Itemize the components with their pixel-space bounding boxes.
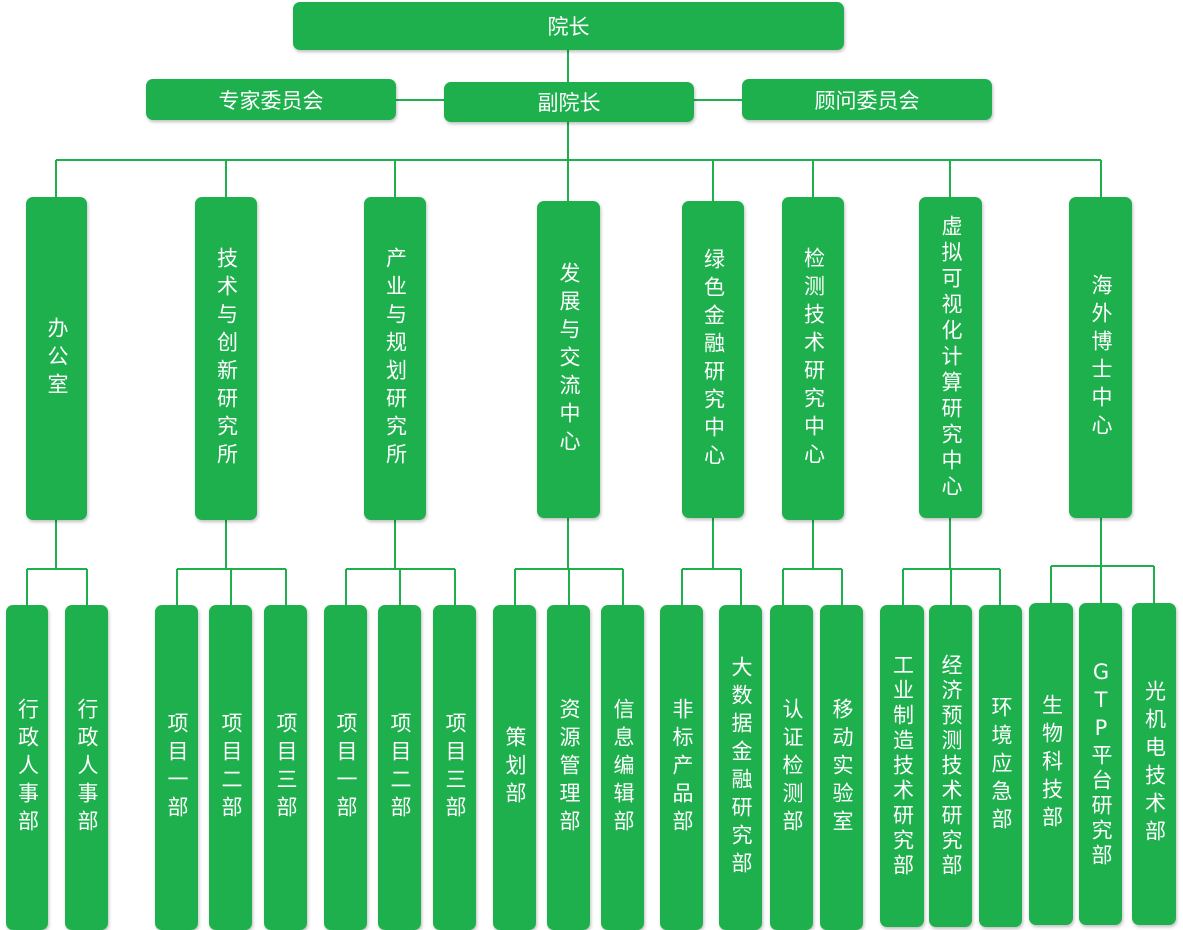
- department-box[interactable]: 产业与规划研究所: [364, 197, 426, 520]
- vice-president-box[interactable]: 副院长: [444, 82, 694, 122]
- sub-department-label: 光机电技术部: [1142, 680, 1167, 848]
- sub-department-label: 生物科技部: [1039, 694, 1064, 834]
- department-box[interactable]: 虚拟可视化计算研究中心: [919, 197, 982, 518]
- expert-committee-box[interactable]: 专家委员会: [146, 79, 396, 120]
- advisory-committee-label: 顾问委员会: [814, 88, 920, 113]
- sub-department-box[interactable]: 生物科技部: [1029, 603, 1073, 925]
- sub-department-box[interactable]: 大数据金融研究部: [719, 605, 762, 930]
- sub-department-box[interactable]: 策划部: [493, 605, 536, 930]
- department-label: 技术与创新研究所: [214, 246, 239, 471]
- sub-department-box[interactable]: 工业制造技术研究部: [880, 605, 924, 927]
- sub-department-label: 非标产品部: [670, 697, 694, 838]
- department-box[interactable]: 办公室: [26, 197, 87, 520]
- department-box[interactable]: 检测技术研究中心: [782, 197, 844, 520]
- sub-department-label: 资源管理部: [557, 697, 581, 838]
- sub-department-label: 工业制造技术研究部: [890, 653, 915, 879]
- sub-department-box[interactable]: 认证检测部: [770, 605, 813, 930]
- sub-department-label: 项目二部: [388, 711, 412, 824]
- sub-department-label: 项目三部: [274, 711, 298, 824]
- sub-department-label: 行政人事部: [75, 697, 99, 838]
- sub-department-label: 移动实验室: [830, 697, 854, 838]
- expert-committee-label: 专家委员会: [218, 88, 324, 113]
- sub-department-label: GTP平台研究部: [1089, 659, 1113, 869]
- vice-president-label: 副院长: [537, 91, 601, 115]
- department-label: 办公室: [45, 316, 69, 401]
- department-label: 绿色金融研究中心: [701, 247, 726, 472]
- president-box[interactable]: 院长: [293, 2, 844, 50]
- sub-department-label: 认证检测部: [780, 697, 804, 838]
- sub-department-label: 环境应急部: [989, 696, 1013, 836]
- sub-department-label: 策划部: [503, 725, 527, 810]
- sub-department-box[interactable]: 经济预测技术研究部: [929, 605, 972, 927]
- sub-department-box[interactable]: 移动实验室: [820, 605, 863, 930]
- sub-department-label: 行政人事部: [15, 697, 40, 838]
- department-box[interactable]: 技术与创新研究所: [195, 197, 257, 520]
- department-label: 海外博士中心: [1089, 273, 1113, 442]
- sub-department-box[interactable]: 资源管理部: [547, 605, 590, 930]
- sub-department-box[interactable]: 信息编辑部: [601, 605, 644, 930]
- department-box[interactable]: 发展与交流中心: [537, 201, 600, 518]
- sub-department-label: 项目一部: [165, 711, 189, 824]
- department-label: 产业与规划研究所: [383, 246, 408, 471]
- sub-department-label: 大数据金融研究部: [729, 655, 753, 880]
- department-box[interactable]: 海外博士中心: [1069, 197, 1132, 518]
- department-label: 虚拟可视化计算研究中心: [939, 214, 963, 501]
- sub-department-box[interactable]: 项目一部: [324, 605, 367, 930]
- department-label: 发展与交流中心: [557, 261, 581, 458]
- sub-department-label: 信息编辑部: [611, 697, 635, 838]
- advisory-committee-box[interactable]: 顾问委员会: [742, 79, 992, 120]
- sub-department-box[interactable]: 行政人事部: [6, 605, 48, 930]
- department-label: 检测技术研究中心: [801, 246, 826, 471]
- sub-department-box[interactable]: 光机电技术部: [1132, 603, 1176, 925]
- sub-department-label: 经济预测技术研究部: [939, 653, 963, 879]
- sub-department-box[interactable]: 项目三部: [264, 605, 307, 930]
- sub-department-box[interactable]: 项目二部: [209, 605, 252, 930]
- sub-department-box[interactable]: 环境应急部: [979, 605, 1022, 927]
- president-label: 院长: [547, 15, 590, 39]
- sub-department-label: 项目三部: [443, 711, 467, 824]
- sub-department-box[interactable]: 项目二部: [378, 605, 421, 930]
- sub-department-box[interactable]: 行政人事部: [65, 605, 108, 930]
- department-box[interactable]: 绿色金融研究中心: [682, 201, 744, 518]
- sub-department-label: 项目一部: [334, 711, 358, 824]
- sub-department-box[interactable]: GTP平台研究部: [1079, 603, 1122, 925]
- sub-department-box[interactable]: 项目三部: [433, 605, 476, 930]
- sub-department-box[interactable]: 项目一部: [155, 605, 198, 930]
- sub-department-label: 项目二部: [219, 711, 243, 824]
- sub-department-box[interactable]: 非标产品部: [660, 605, 703, 930]
